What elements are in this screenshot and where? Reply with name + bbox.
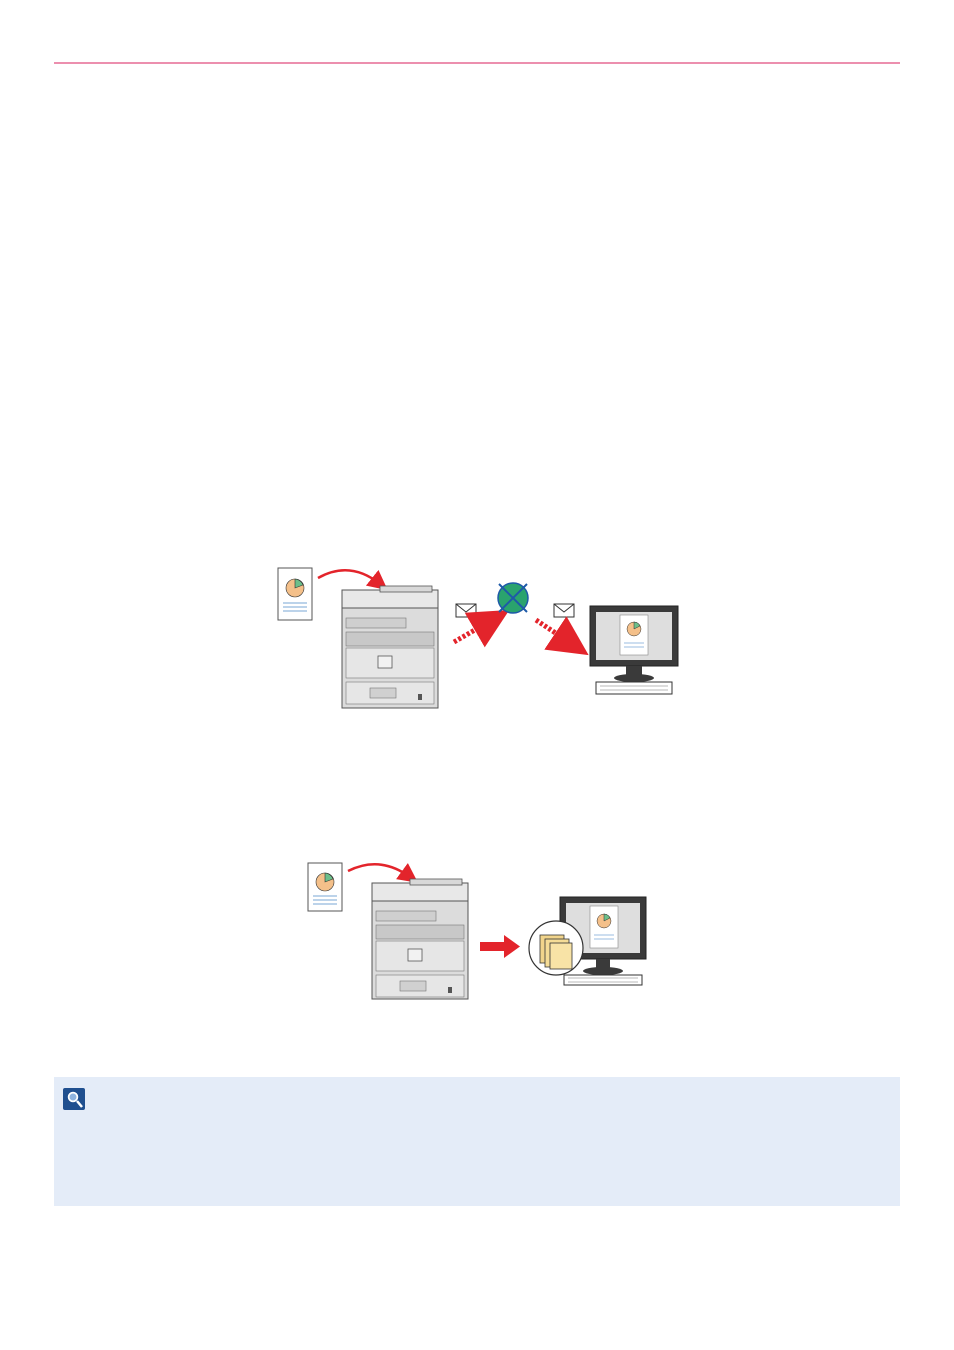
mfp-printer-icon — [341, 585, 439, 709]
feed-arrow-icon — [347, 863, 419, 883]
note-box — [54, 1077, 900, 1206]
envelope-icon — [455, 603, 477, 618]
document-icon — [277, 567, 313, 621]
send-folder-illustration — [307, 862, 647, 1000]
document-icon — [307, 862, 343, 912]
network-globe-icon — [497, 582, 529, 614]
folder-icon — [528, 920, 584, 976]
send-email-illustration — [277, 567, 679, 709]
feed-arrow-icon — [317, 569, 388, 591]
receive-arrow-icon — [534, 616, 589, 656]
envelope-icon — [553, 603, 575, 618]
computer-monitor-icon — [589, 605, 679, 695]
send-arrow-icon — [452, 609, 510, 648]
mfp-printer-icon — [371, 878, 469, 1000]
note-magnifier-icon — [63, 1088, 85, 1110]
header-rule — [54, 62, 900, 64]
arrow-icon — [480, 935, 520, 958]
computer-monitor-icon — [559, 896, 647, 986]
